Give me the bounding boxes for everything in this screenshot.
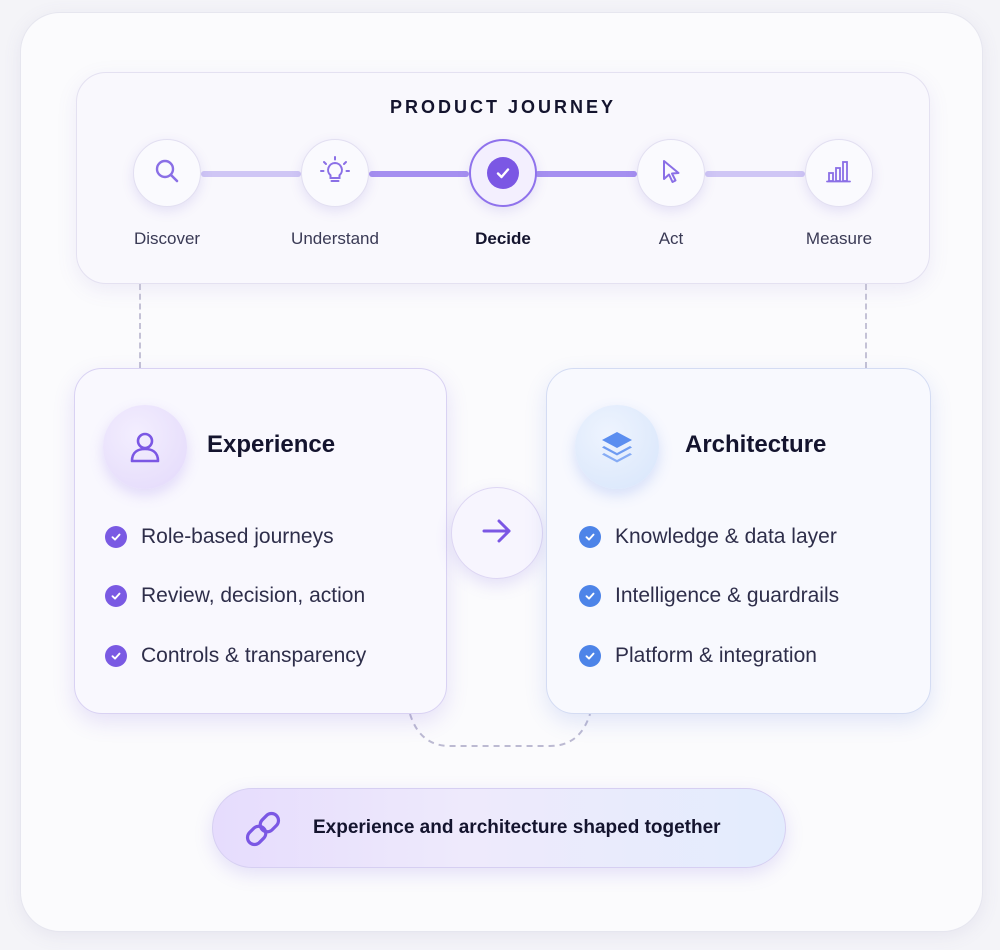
architecture-item: Platform & integration xyxy=(579,641,817,671)
experience-item: Review, decision, action xyxy=(105,581,365,611)
dashed-connector-bottom xyxy=(409,713,591,747)
check-icon xyxy=(579,526,601,548)
step-label-act: Act xyxy=(658,229,684,248)
experience-title: Experience xyxy=(207,431,336,458)
check-icon xyxy=(105,526,127,548)
journey-connector xyxy=(201,171,301,177)
user-icon xyxy=(103,405,187,489)
check-icon xyxy=(579,585,601,607)
search-icon xyxy=(152,156,182,191)
layers-icon xyxy=(575,405,659,489)
step-measure[interactable] xyxy=(805,139,873,207)
journey-connector xyxy=(705,171,805,177)
architecture-item: Intelligence & guardrails xyxy=(579,581,839,611)
architecture-title: Architecture xyxy=(685,431,827,458)
step-label-measure: Measure xyxy=(805,229,873,248)
link-icon xyxy=(237,803,289,855)
experience-card: Experience Role-based journeys Review, d… xyxy=(74,368,447,714)
summary-banner: Experience and architecture shaped toget… xyxy=(212,788,786,868)
bar-chart-icon xyxy=(824,156,854,191)
banner-text: Experience and architecture shaped toget… xyxy=(313,817,721,838)
dashed-connector-left xyxy=(139,284,141,368)
architecture-item-text: Intelligence & guardrails xyxy=(615,584,840,607)
step-decide[interactable] xyxy=(469,139,537,207)
step-understand[interactable] xyxy=(301,139,369,207)
architecture-item-text: Platform & integration xyxy=(615,644,817,667)
check-icon xyxy=(579,645,601,667)
architecture-item-text: Knowledge & data layer xyxy=(615,525,837,548)
journey-connector xyxy=(535,171,637,177)
step-discover[interactable] xyxy=(133,139,201,207)
architecture-item: Knowledge & data layer xyxy=(579,522,837,552)
check-circle-icon xyxy=(487,157,519,189)
step-label-discover: Discover xyxy=(133,229,201,248)
experience-item-text: Controls & transparency xyxy=(141,644,367,667)
experience-item-text: Review, decision, action xyxy=(141,584,366,607)
step-label-decide: Decide xyxy=(475,229,531,248)
architecture-card: Architecture Knowledge & data layer Inte… xyxy=(546,368,931,714)
experience-item-text: Role-based journeys xyxy=(141,525,334,548)
cursor-icon xyxy=(656,156,686,191)
step-label-understand: Understand xyxy=(291,229,379,248)
dashed-connector-right xyxy=(865,284,867,368)
product-journey-panel: PRODUCT JOURNEY Discover Understan xyxy=(76,72,930,284)
experience-item: Controls & transparency xyxy=(105,641,366,671)
lightbulb-icon xyxy=(319,155,351,192)
experience-item: Role-based journeys xyxy=(105,522,334,552)
check-icon xyxy=(105,645,127,667)
journey-title: PRODUCT JOURNEY xyxy=(389,97,617,117)
journey-connector xyxy=(369,171,469,177)
arrow-right-icon xyxy=(477,511,517,556)
step-act[interactable] xyxy=(637,139,705,207)
check-icon xyxy=(105,585,127,607)
arrow-connector xyxy=(451,487,543,579)
